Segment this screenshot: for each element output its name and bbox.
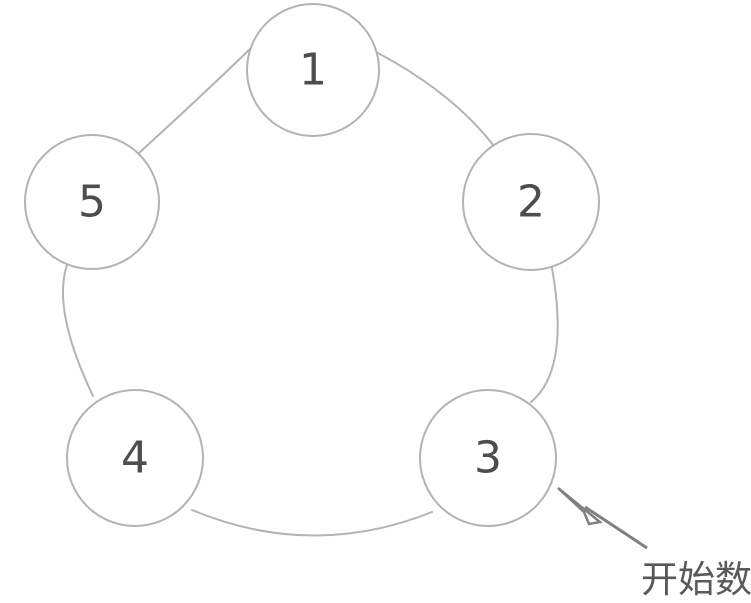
node-4-circle[interactable]: [66, 389, 204, 527]
start-annotation: 开始数: [557, 487, 751, 601]
node-5-circle[interactable]: [24, 134, 160, 270]
node-2-label: 2: [517, 177, 545, 228]
node-4[interactable]: 4: [66, 389, 204, 527]
node-3-label: 3: [474, 433, 502, 484]
ring-edges: [62, 47, 559, 537]
edge-4-to-5: [62, 264, 94, 397]
edge-2-to-3: [530, 267, 559, 403]
node-2[interactable]: 2: [462, 133, 600, 271]
node-1-circle[interactable]: [246, 3, 380, 137]
node-5-label: 5: [78, 177, 106, 228]
node-5[interactable]: 5: [24, 134, 160, 270]
node-1-label: 1: [299, 45, 327, 96]
node-4-label: 4: [121, 433, 149, 484]
edge-1-to-2: [375, 51, 495, 147]
node-3[interactable]: 3: [419, 389, 557, 527]
start-arrowhead-icon: [557, 487, 603, 526]
node-2-circle[interactable]: [462, 133, 600, 271]
node-3-circle[interactable]: [419, 389, 557, 527]
edge-3-to-4: [191, 509, 433, 537]
node-1[interactable]: 1: [246, 3, 380, 137]
start-arrow-shaft: [584, 505, 648, 550]
start-annotation-label: 开始数: [641, 558, 751, 601]
edge-5-to-1: [138, 47, 252, 154]
